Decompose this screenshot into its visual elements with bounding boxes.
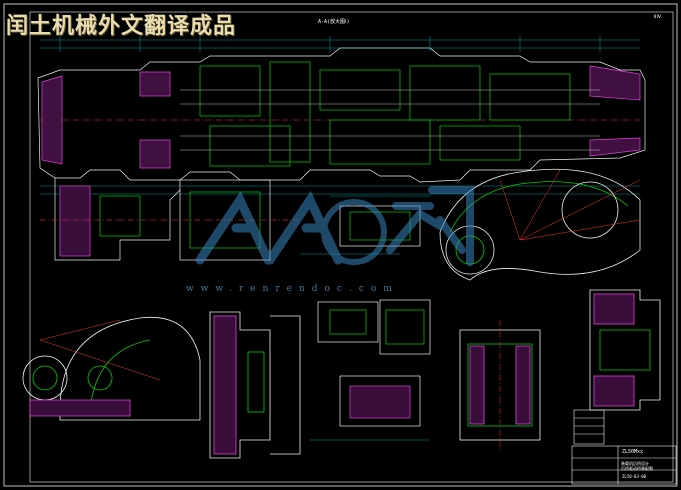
drawing-inner-frame xyxy=(29,11,674,483)
watermark-url: www.renrendoc.com xyxy=(186,284,399,294)
housing-section-view xyxy=(209,311,301,459)
small-detail-views xyxy=(310,299,431,441)
title-block-drawing-no: ZL50-03-00 xyxy=(622,474,647,479)
watermark-logo xyxy=(195,186,474,266)
corner-label: ⅡⅣ xyxy=(654,14,662,20)
fan-bracket-view xyxy=(439,168,641,281)
title-block-name-1: 装载机后桥设计 xyxy=(621,461,649,466)
main-assembly-view xyxy=(37,36,646,195)
title-block-code: ZL50Mxx xyxy=(622,449,644,455)
title-block-name-2: 后桥驱动桥装配图 xyxy=(621,466,653,471)
hub-section-view xyxy=(459,320,541,450)
title-block xyxy=(571,409,677,485)
arc-detail-view xyxy=(22,316,201,421)
banner-title: 闰土机械外文翻译成品 xyxy=(6,14,237,39)
left-shaft-detail xyxy=(40,178,300,261)
flange-section-view xyxy=(589,289,661,411)
aa-view-label: A-A(放大图Ⅰ) xyxy=(318,19,350,25)
drawing-frame xyxy=(3,3,678,487)
